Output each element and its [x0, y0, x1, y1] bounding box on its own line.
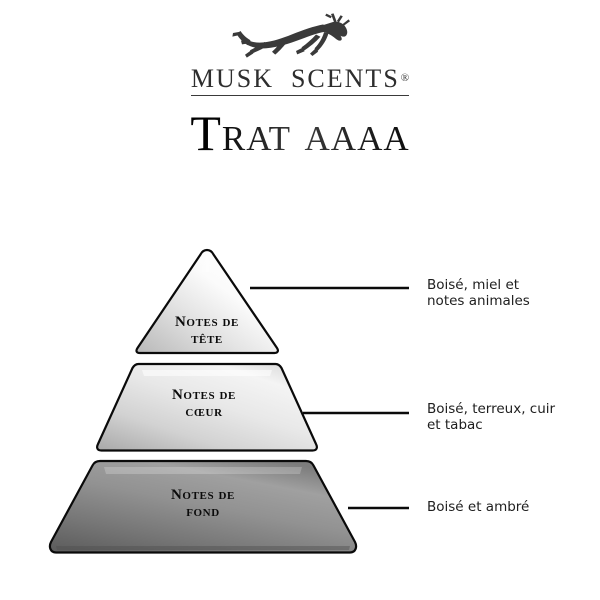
brand-name: MUSK SCENTS [190, 64, 400, 93]
brand-underline [190, 95, 410, 96]
tier-bottom-shape [48, 459, 358, 554]
tier-bottom-highlight [104, 467, 302, 474]
tier-middle-note: Boisé, terreux, cuir et tabac [427, 401, 556, 434]
tier-top-shape [135, 248, 279, 355]
brand-logo: MUSK SCENTS® [0, 12, 600, 99]
tier-middle-highlight [142, 370, 272, 376]
pyramid-tier-top[interactable] [135, 248, 279, 355]
registered-mark-icon: ® [400, 71, 410, 84]
pyramid-tier-middle[interactable] [96, 362, 318, 452]
page-title: Trat aaaa [0, 108, 600, 158]
leaping-deer-icon [232, 13, 350, 58]
tier-bottom-shadow [56, 546, 350, 550]
brand-wordmark: MUSK SCENTS® [189, 66, 411, 99]
tier-top-highlight [200, 255, 214, 272]
tier-top-note: Boisé, miel et notes animales [427, 277, 530, 310]
tier-middle-shape [96, 362, 318, 452]
tier-bottom-note: Boisé et ambré [427, 499, 530, 515]
pyramid-tier-bottom[interactable] [48, 459, 358, 554]
